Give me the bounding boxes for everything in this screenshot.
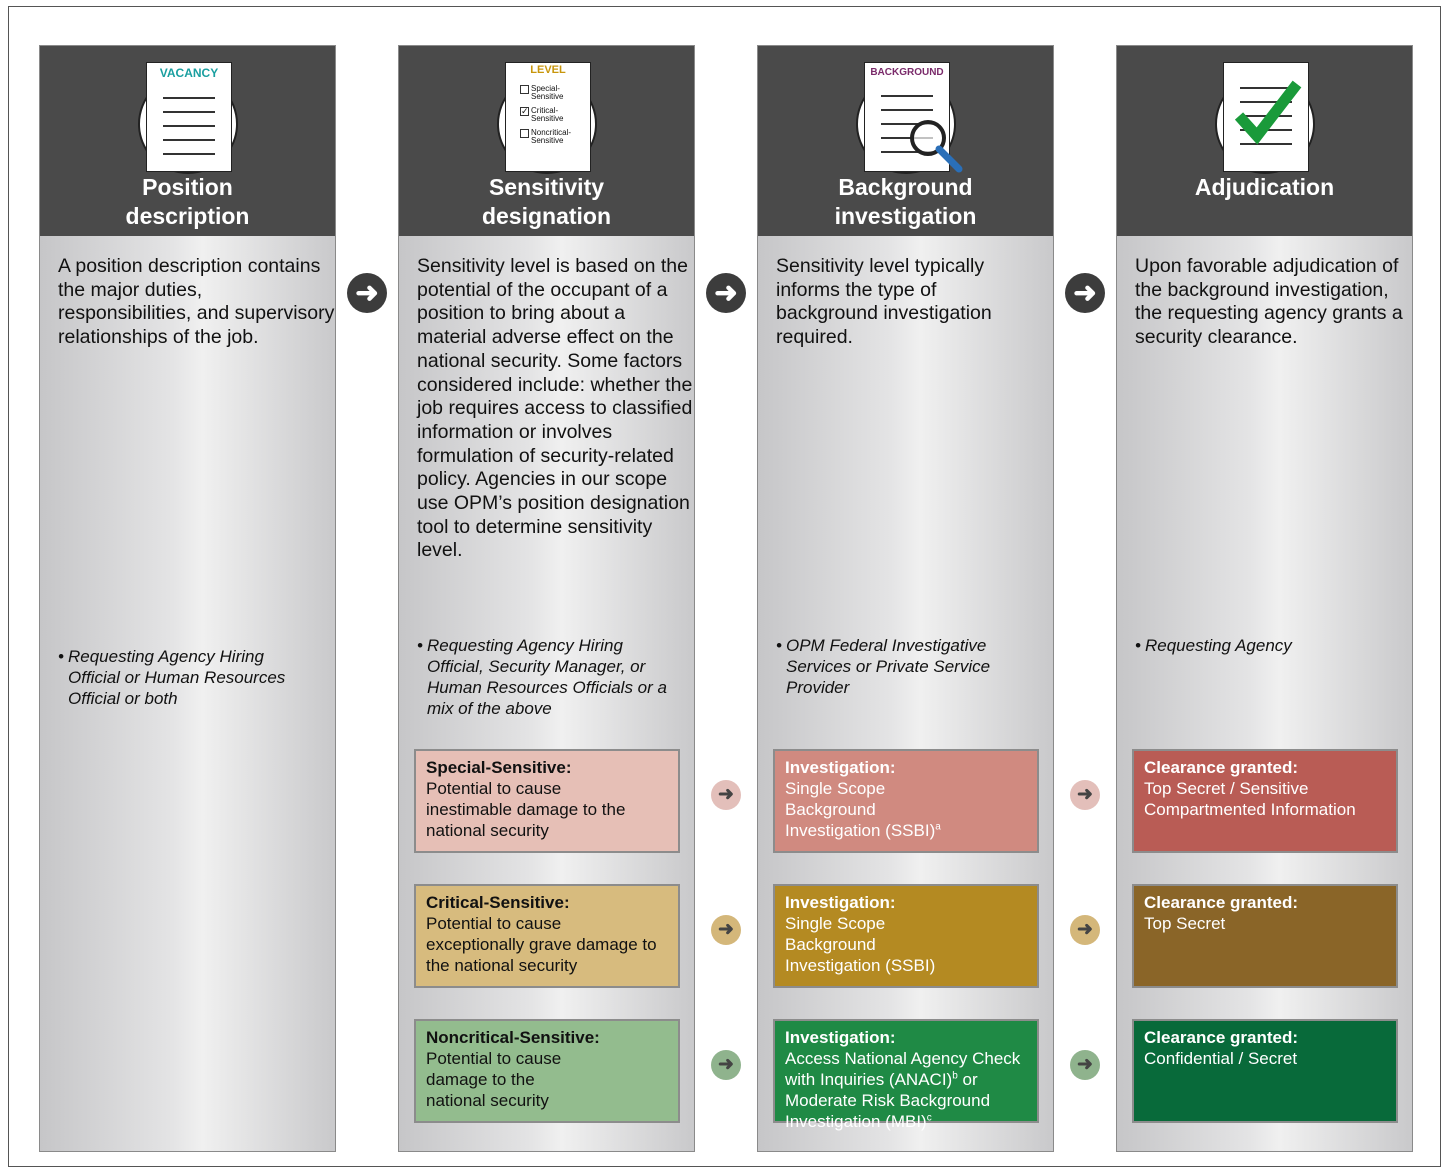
- clearance-box-critical: Clearance granted: Top Secret: [1132, 884, 1398, 988]
- column-sensitivity-designation: LEVEL Special-Sensitive ✓ Critical-Sensi…: [398, 45, 695, 1152]
- checkbox-critical: ✓ Critical-Sensitive: [520, 106, 564, 123]
- column-title: Adjudication: [1117, 173, 1412, 202]
- box-title: Clearance granted:: [1144, 893, 1298, 912]
- box-body: Potential to cause damage to the nationa…: [426, 1049, 562, 1110]
- box-title: Investigation:: [785, 758, 896, 777]
- box-body: Top Secret: [1144, 914, 1226, 933]
- arrow-right-icon: ➜: [1070, 780, 1100, 810]
- box-title: Investigation:: [785, 893, 896, 912]
- checkbox-noncritical: Noncritical-Sensitive: [520, 129, 590, 151]
- footnote-marker: a: [935, 821, 941, 833]
- clearance-box-special: Clearance granted: Top Secret / Sensitiv…: [1132, 749, 1398, 853]
- box-body-text: Single Scope Background Investigation (S…: [785, 779, 936, 840]
- arrow-right-icon: ➜: [711, 780, 741, 810]
- box-body: Single Scope Background Investigation (S…: [785, 914, 936, 975]
- arrow-right-icon: ➜: [711, 915, 741, 945]
- column-header: Adjudication: [1117, 46, 1412, 236]
- responsible-party-text: Requesting Agency: [1145, 636, 1292, 655]
- box-body: Potential to cause inestimable damage to…: [426, 779, 626, 840]
- box-title: Critical-Sensitive:: [426, 893, 570, 912]
- column-position-description: VACANCY Position description A position …: [39, 45, 336, 1152]
- level-box-special: Special-Sensitive: Potential to cause in…: [414, 749, 680, 853]
- responsible-party-text: Requesting Agency Hiring Official, Secur…: [427, 636, 667, 718]
- column-header: BACKGROUND Background investigation: [758, 46, 1053, 236]
- clearance-box-noncritical: Clearance granted: Confidential / Secret: [1132, 1019, 1398, 1123]
- column-description: Sensitivity level typically informs the …: [776, 255, 992, 349]
- column-header: VACANCY Position description: [40, 46, 335, 236]
- box-title: Noncritical-Sensitive:: [426, 1028, 600, 1047]
- level-box-critical: Critical-Sensitive: Potential to cause e…: [414, 884, 680, 988]
- option-label: Critical-Sensitive: [531, 106, 564, 123]
- title-line: investigation: [834, 203, 977, 229]
- arrow-right-icon: ➜: [711, 1050, 741, 1080]
- title-line: Background: [838, 174, 973, 200]
- box-title: Clearance granted:: [1144, 758, 1298, 777]
- box-title: Investigation:: [785, 1028, 896, 1047]
- title-line: Position: [142, 174, 233, 200]
- column-description: A position description contains the majo…: [58, 255, 335, 349]
- box-body: Confidential / Secret: [1144, 1049, 1298, 1068]
- title-line: Adjudication: [1194, 174, 1335, 200]
- level-checklist-icon: LEVEL Special-Sensitive ✓ Critical-Sensi…: [497, 62, 597, 174]
- diagram-frame: VACANCY Position description A position …: [8, 6, 1441, 1167]
- arrow-right-icon: ➜: [1070, 915, 1100, 945]
- option-label: Noncritical-Sensitive: [531, 128, 572, 145]
- box-body-text: Access National Agency Check with Inquir…: [785, 1049, 1021, 1089]
- responsible-party: •Requesting Agency Hiring Official, Secu…: [417, 635, 682, 719]
- title-line: designation: [481, 203, 612, 229]
- column-title: Background investigation: [758, 173, 1053, 231]
- column-description: Sensitivity level is based on the potent…: [417, 255, 693, 562]
- responsible-party-text: Requesting Agency Hiring Official or Hum…: [68, 647, 286, 708]
- column-header: LEVEL Special-Sensitive ✓ Critical-Sensi…: [399, 46, 694, 236]
- column-description: Upon favorable adjudication of the backg…: [1135, 255, 1403, 349]
- box-body-text: or Moderate Risk Background Investigatio…: [785, 1070, 991, 1131]
- icon-label: LEVEL: [530, 64, 566, 76]
- box-title: Special-Sensitive:: [426, 758, 572, 777]
- column-background-investigation: BACKGROUND Background investigation Sens…: [757, 45, 1054, 1152]
- box-body: Single Scope Background Investigation (S…: [785, 778, 975, 841]
- investigation-box-critical: Investigation: Single Scope Background I…: [773, 884, 1039, 988]
- investigation-box-noncritical: Investigation: Access National Agency Ch…: [773, 1019, 1039, 1131]
- investigation-box-special: Investigation: Single Scope Background I…: [773, 749, 1039, 853]
- footnote-marker: b: [952, 1070, 958, 1082]
- title-line: description: [125, 203, 250, 229]
- arrow-right-icon: ➜: [706, 273, 746, 313]
- arrow-right-icon: ➜: [1065, 273, 1105, 313]
- arrow-right-icon: ➜: [347, 273, 387, 313]
- option-label: Special-Sensitive: [531, 84, 564, 101]
- responsible-party-text: OPM Federal Investigative Services or Pr…: [786, 636, 991, 697]
- responsible-party: •OPM Federal Investigative Services or P…: [776, 635, 1026, 698]
- box-body: Potential to cause exceptionally grave d…: [426, 914, 657, 975]
- column-adjudication: Adjudication Upon favorable adjudication…: [1116, 45, 1413, 1152]
- box-body: Top Secret / Sensitive Compartmented Inf…: [1144, 779, 1356, 819]
- level-box-noncritical: Noncritical-Sensitive: Potential to caus…: [414, 1019, 680, 1123]
- vacancy-document-icon: VACANCY: [138, 62, 238, 174]
- arrow-right-icon: ➜: [1070, 1050, 1100, 1080]
- column-title: Position description: [40, 173, 335, 231]
- responsible-party: •Requesting Agency Hiring Official or Hu…: [58, 646, 298, 709]
- footnote-marker: c: [926, 1112, 932, 1124]
- checkmark-icon: [1234, 80, 1302, 145]
- background-magnifier-icon: BACKGROUND: [856, 62, 963, 174]
- box-title: Clearance granted:: [1144, 1028, 1298, 1047]
- icon-label: BACKGROUND: [870, 67, 944, 78]
- title-line: Sensitivity: [488, 174, 605, 200]
- box-body: Access National Agency Check with Inquir…: [785, 1048, 1027, 1132]
- magnifier-icon: [910, 120, 963, 173]
- icon-label: VACANCY: [159, 66, 219, 80]
- checkmark-document-icon: [1215, 62, 1315, 174]
- column-title: Sensitivity designation: [399, 173, 694, 231]
- responsible-party: •Requesting Agency: [1135, 635, 1385, 656]
- checkbox-special: Special-Sensitive: [520, 85, 590, 107]
